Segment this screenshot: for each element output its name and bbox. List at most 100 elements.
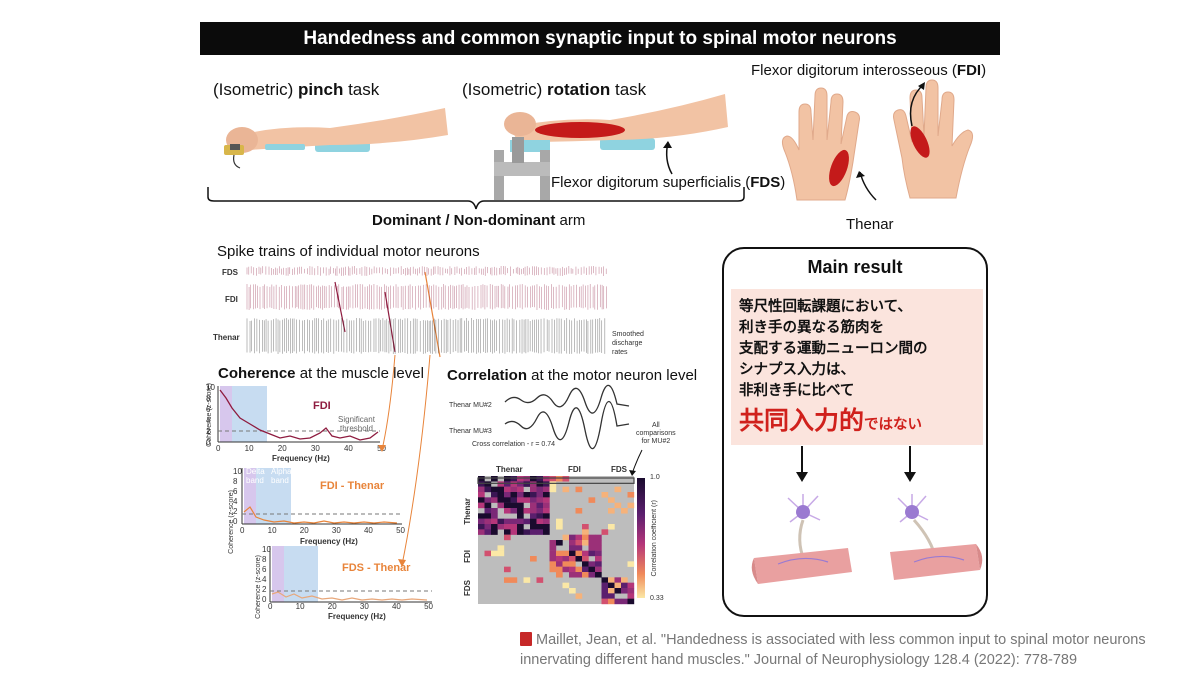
matrix-cell (517, 524, 524, 530)
spike-row-label-fds: FDS (222, 268, 238, 277)
matrix-cell (575, 486, 583, 493)
matrix-cell (484, 497, 492, 503)
matrix-cell (510, 497, 518, 503)
pinch-arm-illustration (224, 108, 448, 169)
arm-label: Dominant / Non-dominant arm (372, 212, 586, 229)
matrix-cell (627, 588, 635, 594)
matrix-cell (504, 577, 511, 583)
coherence3-label: FDS - Thenar (342, 562, 411, 574)
fdi-arrow (909, 82, 925, 127)
book-icon (520, 632, 532, 646)
matrix-cell (588, 550, 596, 557)
matrix-cell (582, 572, 589, 578)
matrix-cell (608, 577, 615, 583)
coherence3-ylabel: Coherence (z-score) (255, 555, 262, 619)
matrix-cell (569, 572, 576, 578)
result-arrow-left (796, 446, 808, 482)
spike-trains-plot (246, 266, 607, 358)
matrix-cell (588, 545, 596, 551)
matrix-cell (601, 582, 609, 589)
matrix-cell (621, 588, 628, 594)
matrix-cell (478, 529, 485, 535)
matrix-cell (549, 545, 557, 551)
matrix-cell (582, 550, 589, 557)
matrix-cell (569, 556, 576, 562)
matrix-cell (549, 540, 557, 546)
matrix-cell (575, 540, 583, 546)
matrix-cell (536, 529, 544, 535)
matrix-cell (595, 550, 602, 557)
matrix-col-fdi: FDI (568, 465, 581, 474)
matrix-cell (582, 529, 589, 535)
matrix-cell (556, 540, 563, 546)
matrix-cell (627, 492, 635, 498)
coherence2-xlabel: Frequency (Hz) (300, 537, 358, 546)
matrix-cell (569, 534, 576, 541)
pinch-task-label: (Isometric) pinch task (213, 80, 380, 99)
arm-brace (207, 187, 745, 210)
matrix-cell (595, 534, 602, 541)
matrix-cell (530, 502, 537, 509)
matrix-cell (497, 502, 505, 509)
matrix-cell (484, 502, 492, 509)
matrix-cell (595, 572, 602, 578)
matrix-cell (504, 476, 511, 482)
reference-citation: Maillet, Jean, et al. "Handedness is ass… (520, 632, 1146, 668)
matrix-cell (517, 502, 524, 509)
left-hand-illustration (781, 87, 860, 201)
matrix-cell (608, 593, 615, 599)
matrix-cell (530, 486, 537, 493)
coherence2-label: FDI - Thenar (320, 480, 385, 492)
matrix-highlight-row (477, 477, 635, 484)
matrix-cell (543, 497, 550, 503)
matrix-cell (595, 561, 602, 567)
matrix-cell (510, 486, 518, 493)
matrix-cell (569, 545, 576, 551)
matrix-cell (588, 572, 596, 578)
matrix-row-fdi: FDI (463, 550, 472, 563)
matrix-cell (562, 550, 570, 557)
matrix-cell (575, 593, 583, 599)
matrix-cell (536, 508, 544, 514)
matrix-cell (601, 588, 609, 594)
matrix-cell (491, 550, 498, 557)
colorbar-label: Correlation coefficient (r) (651, 500, 658, 577)
correlation-title: Correlation at the motor neuron level (447, 367, 698, 384)
matrix-cell (601, 598, 609, 605)
result-line-5: 非利き手に比べて (739, 383, 855, 399)
matrix-cell (543, 486, 550, 493)
matrix-cell (569, 561, 576, 567)
matrix-cell (582, 556, 589, 562)
matrix-cell (627, 598, 635, 605)
matrix-cell (595, 545, 602, 551)
matrix-cell (582, 566, 589, 573)
fds-arrow (663, 141, 673, 175)
coherence-panel-fdi-thenar (241, 468, 402, 525)
spike-row-label-fdi: FDI (225, 295, 238, 304)
matrix-cell (614, 486, 622, 493)
smoothed-rate-traces (504, 384, 630, 450)
matrix-cell (536, 497, 544, 503)
matrix-cell (517, 486, 524, 493)
matrix-cell (517, 492, 524, 498)
matrix-cell (569, 550, 576, 557)
matrix-cell (504, 497, 511, 503)
matrix-cell (523, 518, 531, 525)
matrix-cell (562, 476, 570, 482)
matrix-cell (523, 508, 531, 514)
all-comparisons-arrow (629, 449, 643, 476)
neuron-muscle-right (890, 494, 983, 580)
matrix-cell (543, 524, 550, 530)
matrix-cell (510, 577, 518, 583)
matrix-cell (536, 492, 544, 498)
coherence1-xlabel: Frequency (Hz) (272, 454, 330, 463)
matrix-row-fds: FDS (463, 580, 472, 596)
matrix-cell (504, 481, 511, 487)
spike-row-label-thenar: Thenar (213, 333, 240, 342)
matrix-col-fds: FDS (611, 465, 627, 474)
matrix-cell (556, 476, 563, 482)
